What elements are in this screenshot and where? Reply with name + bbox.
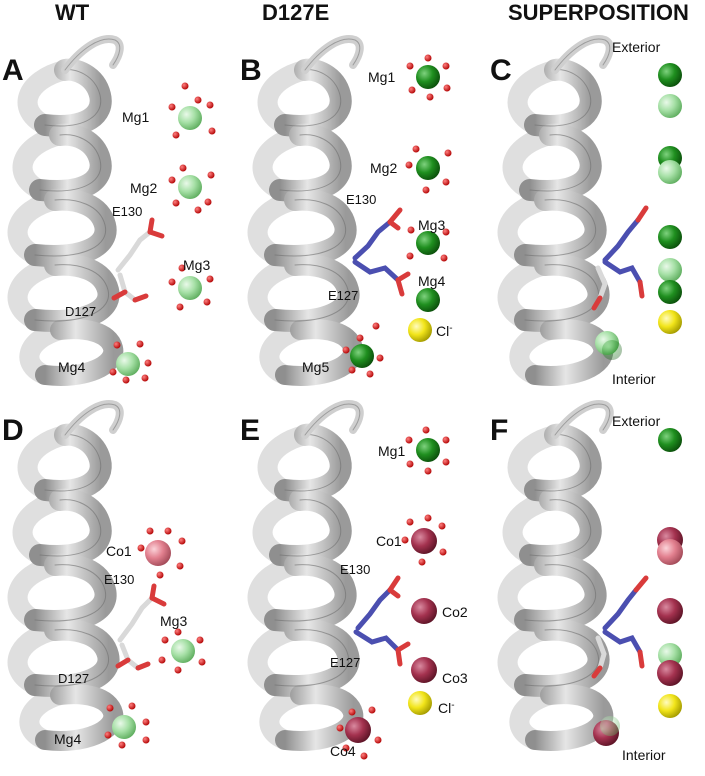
residue-e130-mutant bbox=[355, 575, 401, 631]
label-d127: D127 bbox=[65, 304, 96, 319]
chloride-sphere bbox=[658, 694, 682, 718]
label-interior: Interior bbox=[622, 747, 666, 763]
mg3-sphere bbox=[171, 639, 195, 663]
panel-letter-a: A bbox=[2, 54, 24, 87]
label-mg4: Mg4 bbox=[54, 731, 81, 747]
label-chloride: Cl- bbox=[438, 700, 455, 717]
label-e130: E130 bbox=[346, 192, 376, 207]
column-title-wt: WT bbox=[55, 0, 90, 25]
helix-ribbon bbox=[258, 39, 360, 376]
label-chloride: Cl- bbox=[436, 323, 453, 340]
residue-e130-mutant bbox=[352, 207, 403, 261]
water-molecules bbox=[104, 527, 206, 749]
mg3-sphere bbox=[178, 276, 202, 300]
co4-sphere bbox=[345, 717, 371, 743]
residue-e130 bbox=[117, 583, 167, 643]
chloride-sphere bbox=[408, 691, 432, 715]
mg-mutant-sphere bbox=[602, 340, 622, 360]
panel-c: C Exterior Interior bbox=[490, 39, 682, 387]
label-mg2: Mg2 bbox=[130, 180, 157, 196]
panel-a: A Mg1 Mg2 Mg3 Mg bbox=[2, 39, 216, 383]
label-exterior: Exterior bbox=[612, 413, 661, 429]
label-e127: E127 bbox=[328, 288, 358, 303]
mg-mutant-sphere bbox=[658, 63, 682, 87]
label-mg3: Mg3 bbox=[418, 217, 445, 233]
mg-wt-sphere bbox=[658, 258, 682, 282]
water-molecules bbox=[109, 82, 216, 384]
label-d127: D127 bbox=[58, 671, 89, 686]
panel-d: D Co1 Mg3 Mg4 E130 D127 bbox=[2, 404, 206, 748]
mg5-sphere bbox=[350, 344, 374, 368]
residue-d127 bbox=[115, 642, 151, 671]
label-mg1: Mg1 bbox=[378, 443, 405, 459]
label-e130: E130 bbox=[340, 562, 370, 577]
panel-e: E Mg1 Co1 Co2 Co3 Co4 E130 E bbox=[240, 404, 468, 760]
residues-superposed bbox=[591, 575, 649, 679]
label-mg5: Mg5 bbox=[302, 359, 329, 375]
mg-wt-sphere bbox=[658, 94, 682, 118]
mg2-sphere bbox=[178, 175, 202, 199]
mg-wt-sphere bbox=[600, 716, 620, 736]
label-co3: Co3 bbox=[442, 670, 468, 686]
helix-ribbon bbox=[508, 39, 610, 376]
label-mg1: Mg1 bbox=[122, 109, 149, 125]
co1-sphere bbox=[411, 528, 437, 554]
panel-letter-d: D bbox=[2, 414, 24, 447]
panel-b: B Mg1 Mg2 Mg3 Mg4 Mg5 bbox=[240, 39, 453, 377]
label-e130: E130 bbox=[104, 572, 134, 587]
mg-wt-sphere bbox=[658, 160, 682, 184]
mg-mutant-sphere bbox=[658, 280, 682, 304]
panel-letter-e: E bbox=[240, 414, 260, 447]
mg-wt-sphere bbox=[658, 643, 682, 667]
mg4-sphere bbox=[416, 288, 440, 312]
mg1-sphere bbox=[178, 106, 202, 130]
mg-mutant-sphere bbox=[658, 225, 682, 249]
mg-mutant-sphere bbox=[658, 428, 682, 452]
co-mutant-sphere bbox=[657, 598, 683, 624]
mg4-sphere bbox=[112, 715, 136, 739]
panel-letter-c: C bbox=[490, 54, 512, 87]
label-mg2: Mg2 bbox=[370, 160, 397, 176]
panel-letter-f: F bbox=[490, 414, 508, 447]
mg1-sphere bbox=[416, 65, 440, 89]
chloride-sphere bbox=[408, 318, 432, 342]
label-mg1: Mg1 bbox=[368, 69, 395, 85]
panel-letter-b: B bbox=[240, 54, 262, 87]
column-title-superposition: SUPERPOSITION bbox=[508, 0, 689, 25]
mg2-sphere bbox=[416, 156, 440, 180]
label-mg3: Mg3 bbox=[183, 257, 210, 273]
residue-d127 bbox=[111, 272, 149, 303]
label-e127: E127 bbox=[330, 655, 360, 670]
water-molecules bbox=[336, 426, 450, 760]
helix-ribbon bbox=[18, 39, 120, 376]
label-exterior: Exterior bbox=[612, 39, 661, 55]
label-co1: Co1 bbox=[106, 543, 132, 559]
co3-sphere bbox=[411, 657, 437, 683]
co2-sphere bbox=[411, 598, 437, 624]
label-mg4: Mg4 bbox=[58, 359, 85, 375]
label-co2: Co2 bbox=[442, 604, 468, 620]
label-mg4: Mg4 bbox=[418, 273, 445, 289]
chloride-sphere bbox=[658, 310, 682, 334]
mg3-sphere bbox=[416, 231, 440, 255]
co-mutant-sphere bbox=[657, 660, 683, 686]
label-co4: Co4 bbox=[330, 743, 356, 759]
co1-sphere bbox=[145, 540, 171, 566]
residues-superposed bbox=[591, 205, 649, 311]
label-mg3: Mg3 bbox=[160, 613, 187, 629]
mg1-sphere bbox=[416, 438, 440, 462]
mg4-sphere bbox=[116, 352, 140, 376]
panel-f: F Exterior Interior bbox=[490, 404, 683, 763]
label-e130: E130 bbox=[112, 204, 142, 219]
residue-e130 bbox=[115, 217, 165, 273]
water-molecules bbox=[342, 54, 452, 378]
column-title-mutant: D127E bbox=[262, 0, 329, 25]
residue-e127-mutant bbox=[353, 629, 411, 667]
helix-ribbon bbox=[508, 404, 610, 741]
residue-e127-mutant bbox=[352, 259, 411, 297]
label-interior: Interior bbox=[612, 371, 656, 387]
co-wt-sphere bbox=[657, 539, 683, 565]
label-co1: Co1 bbox=[376, 533, 402, 549]
